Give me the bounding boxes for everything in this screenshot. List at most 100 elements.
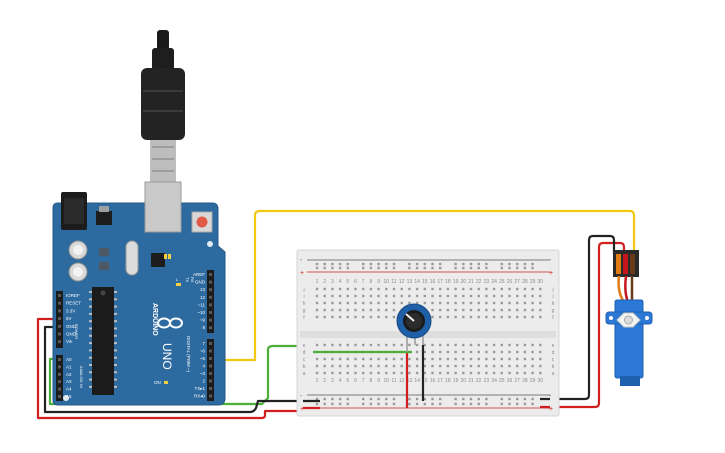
column-number-bottom: 12 [399,378,405,384]
center-channel [300,331,556,338]
column-number-bottom: 2 [323,378,326,384]
potentiometer-icon[interactable] [396,303,432,352]
power-pins-label: GND [66,332,77,337]
column-number-top: 30 [538,279,544,285]
analog-pins-label: A5 [66,394,72,399]
analog-pins-label: A3 [66,379,72,384]
usb-chip [151,253,165,267]
top-rail-minus-left: - [300,257,303,264]
column-number-top: 11 [391,279,396,285]
column-number-top: 21 [468,279,474,285]
column-number-bottom: 13 [407,378,413,384]
column-number-bottom: 4 [339,378,342,384]
on-label: ON [154,380,161,385]
power-pins-label: RESET [66,301,81,306]
row-letter: b [303,364,306,370]
row-letter: e [303,343,306,349]
column-number-top: 3 [331,279,334,285]
atmega-chip [92,287,114,395]
wire-red-5v[interactable] [36,317,303,420]
column-number-top: 22 [476,279,482,285]
column-number-top: 13 [407,279,413,285]
column-number-bottom: 25 [499,378,505,384]
row-letter: a [552,371,555,377]
capacitors [68,240,88,282]
column-number-bottom: 22 [476,378,482,384]
reset-button-icon[interactable] [196,216,208,228]
power-pins-label: 3.3V [66,308,75,313]
column-number-bottom: 14 [414,378,420,384]
row-letter: a [303,371,306,377]
wire-black-servo[interactable] [544,234,616,401]
row-letter: b [552,364,555,370]
servo-motor-icon[interactable] [605,250,653,386]
column-number-top: 24 [491,279,497,285]
power-pins-label: Vin [66,339,73,344]
column-number-bottom: 26 [507,378,513,384]
top-rail-minus-right: - [549,257,552,264]
digital-label: DIGITAL (PWM ~) [186,336,191,373]
column-number-bottom: 30 [538,378,544,384]
column-number-top: 15 [422,279,428,285]
servo-base [620,376,640,386]
row-letter: g [552,308,555,314]
potentiometer-knob-indicator[interactable] [405,313,415,322]
power-pins-label: IOREF [66,293,80,298]
top-pins-label: 8 [202,325,205,330]
column-number-top: 2 [323,279,326,285]
bottom-rail-plus-left: + [300,406,304,413]
voltage-regulator [96,211,112,225]
column-number-top: 14 [414,279,420,285]
mid-pins-label: RX◂0 [194,394,206,399]
row-letter: g [303,308,306,314]
row-letter: j [302,287,304,293]
breadboard[interactable]: - + - + - + - + 112233445566778899101011… [296,249,560,417]
column-number-bottom: 5 [346,378,349,384]
row-letter: j [551,287,553,293]
mid-pins-label: TX▸1 [194,386,205,391]
column-number-bottom: 3 [331,378,334,384]
column-number-top: 8 [370,279,373,285]
dc-power-jack [61,192,87,230]
column-number-bottom: 1 [316,378,319,384]
column-number-top: 4 [339,279,342,285]
column-number-bottom: 20 [461,378,467,384]
row-letter: f [303,315,305,321]
usb-b-port [144,181,182,233]
row-letter: h [552,301,555,307]
wire-green-analog[interactable] [48,344,412,406]
column-number-bottom: 11 [391,378,396,384]
usb-plug-body [141,68,185,140]
tx-rx-labels: TX RX [185,277,195,283]
usb-cable[interactable] [141,30,185,182]
column-number-top: 25 [499,279,505,285]
top-rail-plus-right: + [549,270,553,277]
wire-black-gnd[interactable] [43,325,303,414]
digital-header-top[interactable] [207,270,214,333]
wire-yellow-signal[interactable] [213,209,636,362]
column-number-top: 29 [530,279,536,285]
column-number-bottom: 6 [354,378,357,384]
mid-pins-label: ~3 [200,371,206,376]
column-number-top: 6 [354,279,357,285]
column-number-top: 1 [316,279,319,285]
wire-red-servo[interactable] [544,241,626,409]
column-number-top: 27 [514,279,520,285]
digital-header-bottom[interactable] [207,339,214,401]
row-letter: h [303,301,306,307]
column-number-top: 5 [346,279,349,285]
column-number-top: 23 [484,279,490,285]
arduino-uno-board[interactable]: ON ARDUINO UNO TX RX L DIGITAL (PWM ~) P… [52,181,226,406]
led-l [176,283,181,286]
reset-button[interactable] [191,211,213,233]
column-number-bottom: 23 [484,378,490,384]
tx-label: TX [185,277,190,282]
mid-pins-label: ~5 [200,356,206,361]
mid-pins-label: 7 [202,341,205,346]
column-number-top: 18 [445,279,451,285]
column-number-bottom: 29 [530,378,536,384]
column-number-bottom: 10 [384,378,390,384]
analog-pins-label: A1 [66,364,72,369]
analog-header[interactable] [56,355,63,401]
